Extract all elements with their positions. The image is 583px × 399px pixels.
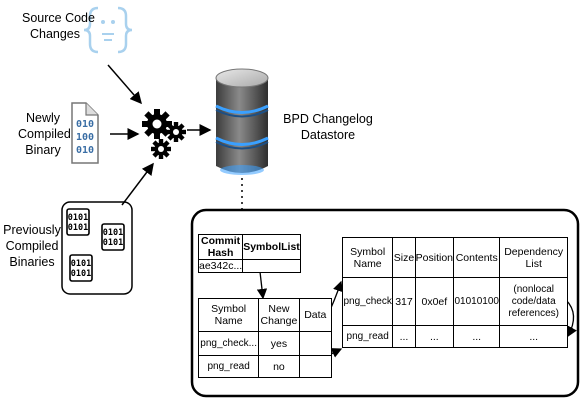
svg-text:0101: 0101 — [68, 223, 88, 233]
svg-text:0101: 0101 — [103, 238, 123, 248]
contents-header: Contents — [453, 237, 501, 278]
table-row: png_check... yes — [197, 331, 333, 356]
svg-text:0101: 0101 — [71, 269, 91, 279]
data-symbol-name-header: Symbol Name — [341, 237, 394, 278]
arrow-dependency-loop — [565, 299, 577, 338]
table-row: png_check 317 0x0ef 01010100 (nonlocal c… — [341, 277, 568, 326]
svg-text:0101: 0101 — [103, 228, 123, 238]
binary-block-icon-2: 0101 0101 — [101, 223, 125, 251]
label-newly-compiled-binary: Newly Compiled Binary — [18, 111, 71, 157]
data-header: Data — [298, 298, 333, 332]
symbol-name-header: Symbol Name — [197, 298, 260, 332]
arrow-binaries-to-gears — [121, 162, 154, 206]
label-source-code-changes: Source Code Changes — [22, 11, 95, 41]
binary-block-icon-3: 0101 0101 — [69, 254, 93, 282]
dependency-list-header: Dependency List — [499, 237, 568, 278]
position-header: Position — [414, 237, 455, 278]
commit-hash-header: Commit Hash — [197, 234, 244, 260]
source-code-icon — [83, 6, 133, 54]
binary-line-2: 100 — [76, 132, 94, 143]
commit-table: Commit Hash SymbolList ae342c... — [197, 234, 301, 273]
arrow-source-to-gears — [107, 64, 142, 105]
symbol-table: Symbol Name New Change Data png_check...… — [197, 298, 333, 378]
gears-icon — [142, 109, 186, 159]
new-change-header: New Change — [258, 298, 300, 332]
binary-file-icon: 010 100 010 — [71, 102, 99, 164]
symbol-list-cell — [242, 259, 301, 273]
table-row: png_read ... ... ... ... — [341, 325, 568, 348]
binary-line-3: 010 — [76, 145, 94, 156]
label-previously-compiled-binaries: Previously Compiled Binaries — [3, 223, 61, 269]
symbol-list-header: SymbolList — [242, 234, 301, 260]
svg-text:0101: 0101 — [71, 259, 91, 269]
symbol-data-table: Symbol Name Size Position Contents Depen… — [341, 237, 568, 348]
table-row: png_read no — [197, 355, 333, 378]
svg-text:0101: 0101 — [68, 213, 88, 223]
commit-hash-cell: ae342c... — [197, 259, 244, 273]
binary-block-icon-1: 0101 0101 — [66, 208, 90, 236]
binary-line-1: 010 — [76, 119, 94, 130]
label-bpd-changelog-datastore: BPD Changelog Datastore — [283, 112, 373, 142]
database-icon — [215, 68, 269, 175]
size-header: Size — [392, 237, 416, 278]
